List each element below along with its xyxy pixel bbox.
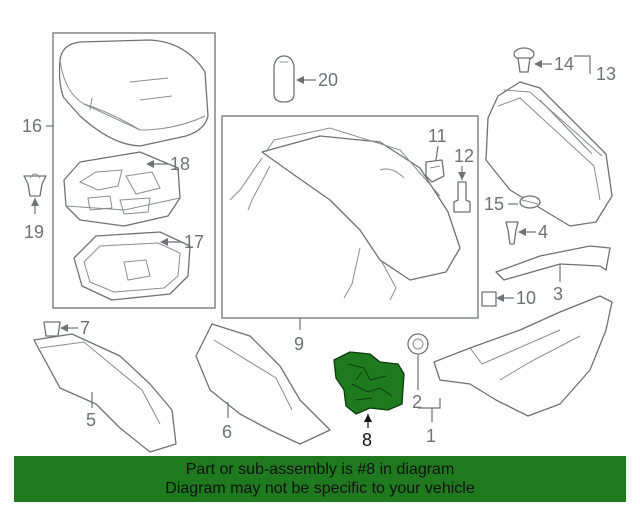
part-18-foam-tray: [63, 151, 181, 227]
part-8-highlighted: [333, 351, 405, 415]
callout-20: 20: [318, 70, 338, 90]
part-1-liner: [433, 295, 613, 417]
part-9-shelf: [229, 127, 461, 301]
callout-10: 10: [516, 288, 536, 308]
leader-4: [518, 228, 536, 236]
part-15-fastener: [519, 195, 541, 209]
group-frame-16: [52, 32, 216, 309]
leader-13-bracket: [574, 55, 591, 74]
part-16-cover: [58, 39, 209, 147]
banner-line-2: Diagram may not be specific to your vehi…: [165, 480, 475, 497]
callout-15: 15: [484, 194, 504, 214]
part-11-bracket: [425, 159, 445, 183]
banner-line-1: Part or sub-assembly is #8 in diagram: [185, 461, 455, 478]
info-banner: Part or sub-assembly is #8 in diagram Di…: [14, 456, 626, 502]
leader-20: [296, 76, 316, 84]
callout-9: 9: [294, 334, 304, 354]
leader-7: [60, 324, 78, 332]
leader-14: [534, 60, 552, 68]
part-10-grommet: [481, 291, 497, 307]
callout-4: 4: [538, 222, 548, 242]
leader-17: [160, 238, 182, 246]
part-2-grommet: [407, 333, 429, 355]
callout-3: 3: [553, 284, 563, 304]
callout-14: 14: [554, 54, 574, 74]
part-19-clip: [23, 173, 47, 197]
callout-7: 7: [80, 318, 90, 338]
part-12-stud: [453, 181, 471, 213]
callout-18: 18: [170, 154, 190, 174]
part-5-panel: [33, 333, 177, 453]
part-4-bolt: [505, 221, 519, 245]
part-7-clip: [43, 321, 61, 337]
callout-11: 11: [428, 126, 447, 146]
leader-18: [146, 160, 168, 168]
callout-8: 8: [362, 430, 372, 450]
callout-13: 13: [596, 64, 616, 84]
callout-17: 17: [184, 232, 204, 252]
callout-16: 16: [22, 116, 42, 136]
group-frame-9: [221, 115, 479, 319]
part-6-panel: [195, 323, 331, 445]
parts-diagram: 16 18 17 19 20 11 12 14 13 15 4 3 10 9 7…: [22, 32, 616, 453]
leader-1-bracket: [418, 398, 441, 422]
leader-10: [496, 294, 514, 302]
callout-6: 6: [222, 422, 232, 442]
part-17-tub: [73, 231, 191, 301]
part-14-pin: [513, 47, 535, 73]
callout-12: 12: [454, 146, 474, 166]
leader-19: [31, 198, 39, 214]
part-3-strip: [495, 245, 611, 281]
callout-2: 2: [412, 392, 422, 412]
callout-19: 19: [24, 222, 44, 242]
leader-12: [458, 166, 466, 180]
callout-1: 1: [426, 426, 436, 446]
leader-11: [435, 145, 439, 161]
leader-8: [364, 414, 372, 428]
callout-5: 5: [86, 410, 96, 430]
part-20-cap: [273, 55, 295, 103]
part-13-trim: [485, 81, 613, 227]
